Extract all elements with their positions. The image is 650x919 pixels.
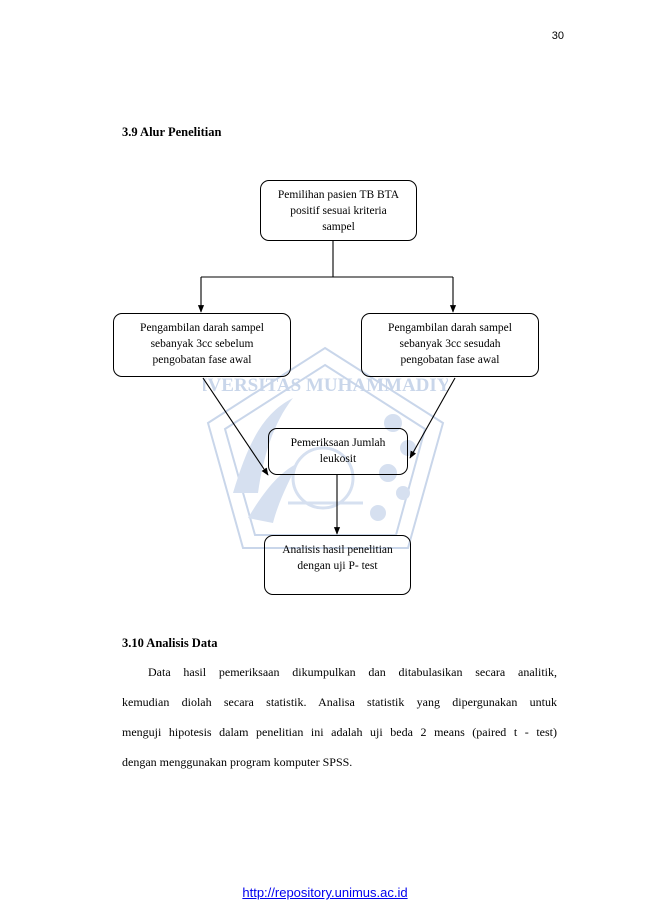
watermark-text: UNIVERSITAS MUHAMMADIYAH	[203, 375, 448, 396]
paragraph-line: kemudian diolah secara statistik. Analis…	[122, 695, 557, 709]
flow-box-blood-sample-after-text: Pengambilan darah sampel sebanyak 3cc se…	[388, 322, 512, 366]
flow-box-leukocyte-exam-text: Pemeriksaan Jumlah leukosit	[290, 437, 386, 465]
flow-box-patient-selection-text: Pemilihan pasien TB BTA positif sesuai k…	[277, 189, 400, 233]
repository-link[interactable]: http://repository.unimus.ac.id	[242, 885, 408, 900]
flow-box-leukocyte-exam: Pemeriksaan Jumlah leukosit	[268, 428, 408, 475]
flow-box-patient-selection: Pemilihan pasien TB BTA positif sesuai k…	[260, 180, 417, 241]
page-number: 30	[551, 30, 564, 42]
arrow-before-to-exam	[202, 377, 269, 476]
university-seal-watermark: UNIVERSITAS MUHAMMADIYAH	[203, 346, 448, 549]
arrow-after-to-exam	[409, 377, 456, 459]
flow-box-analysis: Analisis hasil penelitian dengan uji P- …	[264, 535, 411, 595]
flow-box-blood-sample-before-text: Pengambilan darah sampel sebanyak 3cc se…	[140, 322, 264, 366]
paragraph-line: dengan menggunakan program komputer SPSS…	[122, 755, 353, 769]
flow-box-analysis-text: Analisis hasil penelitian dengan uji P- …	[282, 544, 393, 572]
flow-box-blood-sample-after: Pengambilan darah sampel sebanyak 3cc se…	[361, 313, 539, 377]
flow-box-blood-sample-before: Pengambilan darah sampel sebanyak 3cc se…	[113, 313, 291, 377]
section-heading-alur-penelitian: 3.9 Alur Penelitian	[122, 125, 222, 139]
paragraph-line: menguji hipotesis dalam penelitian ini a…	[122, 725, 557, 739]
paragraph-line: Data hasil pemeriksaan dikumpulkan dan d…	[148, 665, 557, 679]
section-heading-analisis-data: 3.10 Analisis Data	[122, 636, 218, 650]
analysis-paragraph: Data hasil pemeriksaan dikumpulkan dan d…	[122, 657, 557, 777]
